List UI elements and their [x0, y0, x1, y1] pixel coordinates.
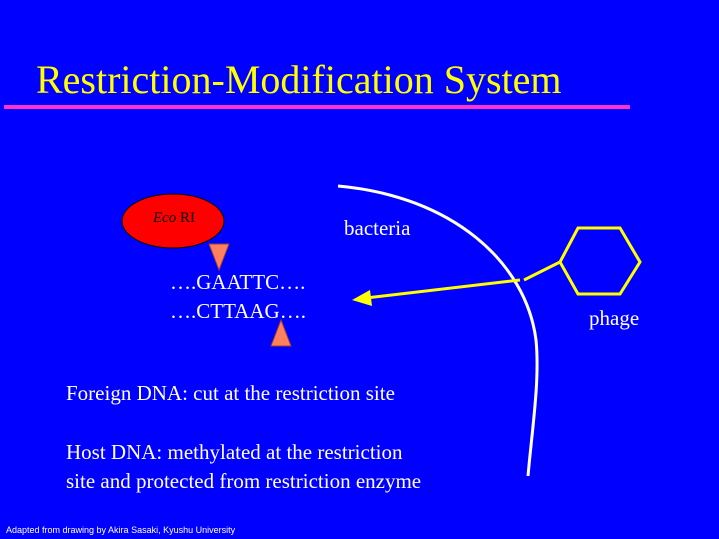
ecori-label: Eco RI: [124, 210, 224, 227]
credit-note: Adapted from drawing by Akira Sasaki, Ky…: [6, 525, 236, 535]
cut-marker-top: [208, 243, 230, 272]
ecori-label-italic: Eco: [152, 210, 177, 226]
cut-marker-bottom: [270, 318, 292, 347]
phage-head: [558, 226, 642, 296]
host-dna-description-line1: Host DNA: methylated at the restriction: [66, 440, 403, 464]
sequence-bottom-strand: ….CTTAAG….: [170, 299, 306, 323]
ecori-enzyme: [121, 193, 225, 249]
title-underline: [4, 105, 630, 109]
bacteria-label: bacteria: [344, 216, 411, 240]
host-dna-description-line2: site and protected from restriction enzy…: [66, 469, 422, 493]
injection-arrow-head: [352, 290, 372, 306]
sequence-top-strand: ….GAATTC….: [170, 270, 306, 294]
ecori-label-rest: RI: [176, 210, 196, 226]
injection-arrow: [365, 278, 521, 300]
bacteria-membrane: [337, 184, 539, 477]
phage-tail: [523, 260, 561, 282]
foreign-dna-description: Foreign DNA: cut at the restriction site: [66, 381, 395, 405]
page-title: Restriction-Modification System: [36, 57, 562, 102]
phage-label: phage: [589, 306, 640, 330]
